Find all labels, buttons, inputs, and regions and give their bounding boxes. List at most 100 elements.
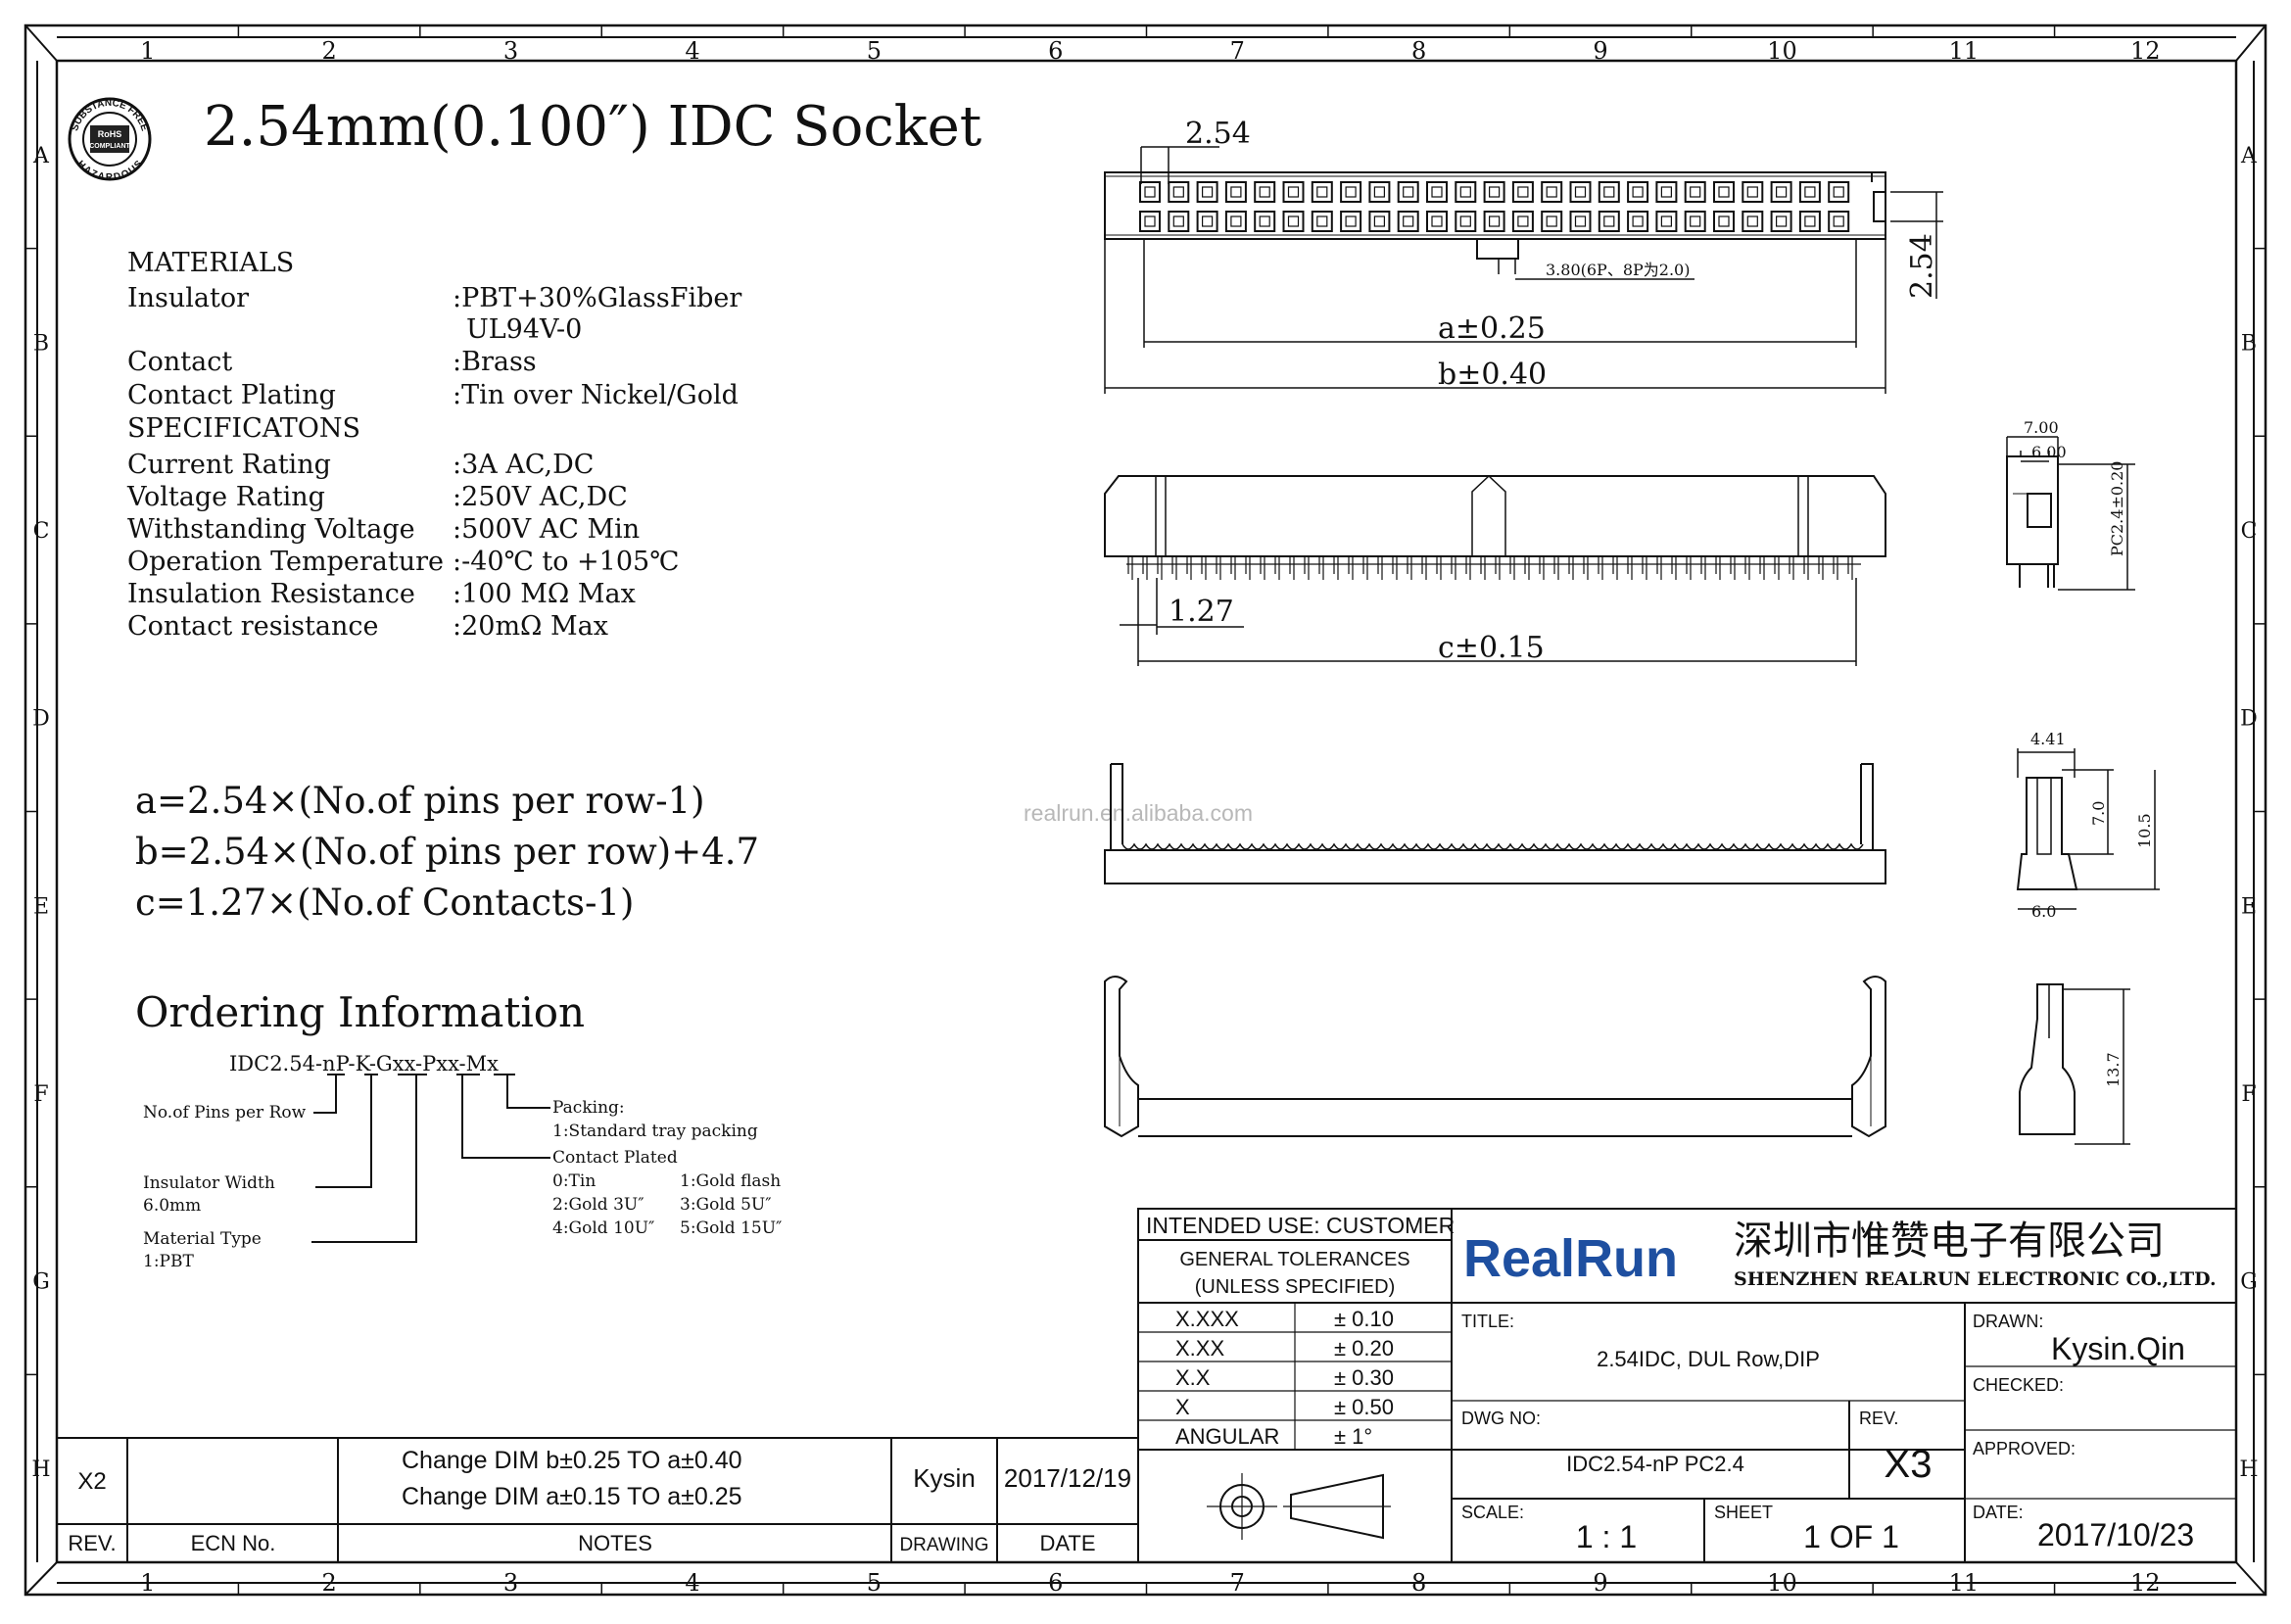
pin-cell — [1340, 211, 1362, 232]
material-type-value: 1:PBT — [143, 1252, 194, 1271]
pin-cell — [1541, 211, 1563, 232]
spec-label: Contact resistance — [127, 611, 378, 642]
pin-hole — [1546, 215, 1557, 227]
pin-hole — [1201, 215, 1214, 227]
pin-hole — [1690, 186, 1701, 198]
pin-cell — [1828, 211, 1850, 232]
dim-a: a±0.25 — [1438, 311, 1546, 346]
grid-row-label: B — [33, 331, 49, 356]
pin-cell — [1770, 181, 1792, 203]
grid-column-label: 8 — [1411, 1569, 1426, 1597]
pin-cell — [1397, 211, 1419, 232]
pin-grid — [1139, 181, 1850, 232]
pin-cell — [1598, 211, 1620, 232]
grid-column-label: 1 — [140, 1569, 155, 1597]
end-height2-dim: 10.5 — [2135, 813, 2154, 848]
grid-column-label: 8 — [1411, 37, 1426, 65]
end-view-1 — [2006, 436, 2135, 591]
scale-label: SCALE: — [1461, 1503, 1524, 1522]
pin-cell — [1627, 181, 1649, 203]
pin-hole — [1345, 215, 1357, 227]
spec-label: Current Rating — [127, 450, 331, 480]
tolerance-value: ± 0.30 — [1334, 1365, 1394, 1390]
pin-hole — [1172, 186, 1184, 198]
material-label: Insulator — [127, 283, 249, 313]
plated-option: 2:Gold 3U″ — [552, 1195, 644, 1215]
formula-b: b=2.54×(No.of pins per row)+4.7 — [135, 831, 759, 873]
scale-value: 1 : 1 — [1576, 1519, 1637, 1554]
rohs-badge-icon: SUBSTANCE FREE HAZARDOUS RoHS COMPLIANT — [68, 97, 152, 183]
company-name-cn: 深圳市惟赞电子有限公司 — [1734, 1218, 2165, 1264]
grid-column-label: 11 — [1949, 1569, 1980, 1597]
pin-cell — [1828, 181, 1850, 203]
grid-row-label: G — [32, 1270, 50, 1295]
end-width-dim: 4.41 — [2030, 730, 2066, 748]
plated-option: 1:Gold flash — [680, 1171, 781, 1191]
pin-cell — [1483, 211, 1505, 232]
grid-row-label: A — [2240, 144, 2258, 168]
pin-cell — [1627, 211, 1649, 232]
grid-row-label: C — [2241, 519, 2258, 544]
pin-hole — [1746, 215, 1758, 227]
pin-hole — [1488, 215, 1501, 227]
pin-cell — [1455, 181, 1477, 203]
approved-label: APPROVED: — [1973, 1439, 2076, 1458]
tolerance-format: X.XXX — [1175, 1307, 1239, 1331]
drawing-title: 2.54mm(0.100″) IDC Socket — [204, 95, 982, 159]
pin-hole — [1403, 186, 1414, 198]
dwg-value: IDC2.54-nP PC2.4 — [1566, 1452, 1744, 1476]
material-value: UL94V-0 — [466, 314, 582, 345]
grid-row-label: E — [33, 894, 49, 919]
grid-row-label: G — [2240, 1270, 2258, 1295]
side-height-dim: PC2.4±0.20 — [2108, 461, 2126, 556]
pin-hole — [1431, 186, 1443, 198]
grid-column-label: 7 — [1230, 1569, 1245, 1597]
grid-column-label: 1 — [140, 37, 155, 65]
pin-cell — [1397, 181, 1419, 203]
pin-hole — [1373, 186, 1386, 198]
pin-cell — [1541, 181, 1563, 203]
pin-cell — [1655, 211, 1678, 232]
pin-cell — [1139, 211, 1161, 232]
end-view-3 — [2019, 983, 2130, 1145]
ordering-heading: Ordering Information — [135, 988, 585, 1036]
material-type-label: Material Type — [143, 1229, 262, 1249]
grid-row-label: E — [2241, 894, 2257, 919]
material-value: :Tin over Nickel/Gold — [453, 380, 739, 410]
top-view-dimensions — [1104, 146, 1943, 394]
pin-hole — [1459, 215, 1471, 227]
material-label: Contact Plating — [127, 380, 336, 410]
material-value: :Brass — [453, 347, 537, 377]
grid-column-label: 4 — [685, 37, 699, 65]
pin-cell — [1713, 181, 1735, 203]
pin-cell — [1426, 181, 1448, 203]
pin-hole — [1632, 215, 1644, 227]
intended-use: INTENDED USE: CUSTOMER — [1146, 1213, 1455, 1238]
grid-row-label: D — [2240, 707, 2258, 732]
watermark: realrun.en.alibaba.com — [1024, 800, 1253, 826]
grid-row-label: B — [2241, 331, 2257, 356]
pin-cell — [1483, 181, 1505, 203]
rohs-badge-line2: COMPLIANT — [89, 143, 130, 150]
spec-label: Withstanding Voltage — [127, 514, 415, 545]
grid-ticks — [25, 25, 2266, 1595]
revision-drawing: Kysin — [913, 1463, 976, 1493]
dimension-formulas: a=2.54×(No.of pins per row-1) b=2.54×(No… — [135, 780, 759, 924]
wave-edge — [1122, 842, 1864, 850]
rev-label: REV. — [1859, 1409, 1898, 1428]
tolerance-format: ANGULAR — [1175, 1424, 1279, 1449]
pin-cell — [1282, 181, 1305, 203]
grid-row-label: D — [32, 707, 50, 732]
pin-hole — [1259, 215, 1270, 227]
pin-hole — [1660, 215, 1673, 227]
company-name-en: SHENZHEN REALRUN ELECTRONIC CO.,LTD. — [1734, 1268, 2217, 1290]
grid-column-label: 10 — [1767, 37, 1797, 65]
plated-option: 5:Gold 15U″ — [680, 1218, 782, 1238]
pin-cell — [1511, 181, 1534, 203]
pin-hole — [1804, 186, 1816, 198]
pin-hole — [1833, 186, 1844, 198]
title-value: 2.54IDC, DUL Row,DIP — [1597, 1347, 1820, 1371]
dwg-label: DWG NO: — [1461, 1409, 1541, 1428]
pin-hole — [1546, 186, 1557, 198]
